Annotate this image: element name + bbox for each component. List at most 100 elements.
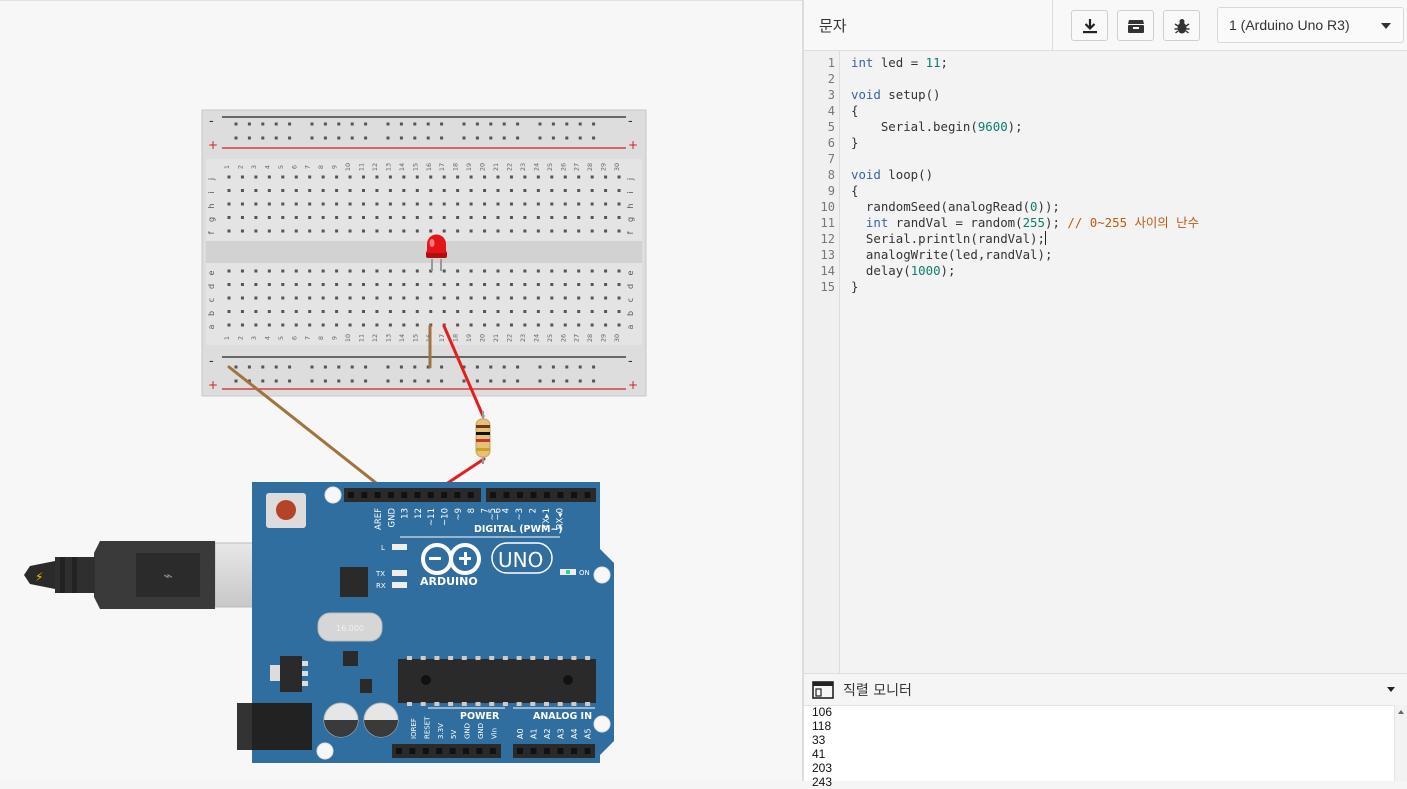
- power-pin-label: GND: [464, 723, 472, 739]
- bottom-rail-plus-right: +: [628, 378, 638, 392]
- device-select-value: 1 (Arduino Uno R3): [1229, 17, 1350, 33]
- column-number: 28: [586, 163, 594, 171]
- wires[interactable]: [227, 324, 486, 496]
- column-number: 26: [559, 334, 567, 342]
- bug-icon: [1174, 18, 1189, 34]
- column-number: 3: [250, 165, 258, 169]
- row-letter: i: [626, 191, 635, 193]
- column-number: 29: [600, 163, 608, 171]
- analog-pin-label: A3: [557, 728, 566, 739]
- row-letter: j: [626, 178, 635, 181]
- row-letter: c: [207, 298, 216, 302]
- row-letter: d: [626, 284, 635, 289]
- column-number: 25: [546, 334, 554, 342]
- row-letter: i: [207, 191, 216, 193]
- code-line-10[interactable]: randomSeed(analogRead(0));: [851, 199, 1060, 214]
- digital-section-label: DIGITAL (PWM~): [474, 524, 563, 535]
- analog-pin-label: A1: [530, 728, 539, 739]
- scroll-up-icon[interactable]: [1398, 710, 1404, 714]
- library-button[interactable]: [1117, 10, 1154, 41]
- column-number: 20: [479, 163, 487, 171]
- code-line-11[interactable]: int randVal = random(255); // 0~255 사이의 …: [865, 215, 1199, 230]
- column-number: 30: [613, 163, 621, 171]
- row-letter: g: [626, 217, 635, 222]
- code-line-5[interactable]: Serial.begin(9600);: [851, 119, 1023, 134]
- code-line-6[interactable]: }: [851, 135, 859, 150]
- column-number: 26: [559, 163, 567, 171]
- red-led[interactable]: [426, 234, 447, 272]
- line-number: 15: [820, 280, 835, 294]
- digital-pin-label: 4: [502, 508, 512, 513]
- row-letter: a: [207, 324, 216, 329]
- column-number: 24: [532, 163, 540, 171]
- code-line-14[interactable]: delay(1000);: [851, 263, 956, 278]
- column-number: 20: [479, 334, 487, 342]
- column-number: 21: [492, 163, 500, 171]
- row-letter: c: [626, 298, 635, 302]
- column-number: 24: [532, 334, 540, 342]
- code-line-1[interactable]: int led = 11;: [851, 55, 948, 70]
- reset-button[interactable]: [266, 493, 306, 528]
- code-mode-dropdown[interactable]: 문자: [819, 17, 847, 35]
- code-line-9[interactable]: {: [851, 183, 859, 198]
- code-line-3[interactable]: void setup(): [851, 87, 941, 102]
- code-line-4[interactable]: {: [851, 103, 859, 118]
- arduino-infinity-logo: [421, 543, 481, 575]
- line-number: 13: [820, 248, 835, 262]
- bottom-rail-plus-left: +: [208, 378, 218, 392]
- column-number: 14: [398, 334, 406, 342]
- download-button[interactable]: [1071, 10, 1108, 41]
- code-line-12[interactable]: Serial.println(randVal);: [851, 231, 1046, 246]
- digital-pin-label: GND: [387, 508, 397, 528]
- column-number: 4: [263, 336, 271, 340]
- column-number: 8: [317, 165, 325, 169]
- resistor[interactable]: [475, 411, 491, 464]
- code-line-8[interactable]: void loop(): [851, 167, 934, 182]
- column-number: 6: [290, 336, 298, 340]
- serial-output-line: 33: [812, 733, 826, 747]
- chevron-down-icon[interactable]: [1387, 687, 1395, 692]
- panel-divider[interactable]: [802, 0, 804, 781]
- row-letter: a: [626, 324, 635, 329]
- row-letter: j: [207, 178, 216, 181]
- column-number: 13: [384, 163, 392, 171]
- column-number: 7: [304, 336, 312, 340]
- power-section-label: POWER: [460, 711, 500, 722]
- column-number: 23: [519, 334, 527, 342]
- debugger-button[interactable]: [1163, 10, 1200, 41]
- serial-output-line: 203: [812, 761, 833, 775]
- toolbar-separator: [1052, 0, 1053, 50]
- power-pin-label: RESET: [423, 716, 431, 739]
- led-l-label: L: [381, 544, 385, 552]
- line-number: 4: [827, 104, 835, 118]
- code-line-13[interactable]: analogWrite(led,randVal);: [851, 247, 1053, 262]
- line-number: 5: [827, 120, 835, 134]
- power-pin-label: 3.3V: [437, 723, 445, 739]
- digital-pin-label: ~5: [488, 508, 498, 521]
- analog-pin-label: A5: [584, 728, 593, 739]
- device-select[interactable]: 1 (Arduino Uno R3): [1217, 7, 1404, 43]
- serial-output-line: 41: [812, 747, 826, 761]
- column-number: 23: [519, 163, 527, 171]
- serial-monitor-scrollbar[interactable]: [1394, 705, 1407, 781]
- row-letter: f: [626, 231, 635, 234]
- column-number: 29: [600, 334, 608, 342]
- column-number: 22: [505, 334, 513, 342]
- top-rail-minus-left: -: [209, 114, 214, 129]
- column-number: 27: [573, 334, 581, 342]
- code-line-15[interactable]: }: [851, 279, 859, 294]
- column-number: 27: [573, 163, 581, 171]
- column-number: 10: [344, 163, 352, 171]
- digital-pin-label: 7: [480, 508, 490, 513]
- serial-monitor-header[interactable]: 직렬 모니터: [804, 673, 1407, 705]
- line-number: 14: [820, 264, 835, 278]
